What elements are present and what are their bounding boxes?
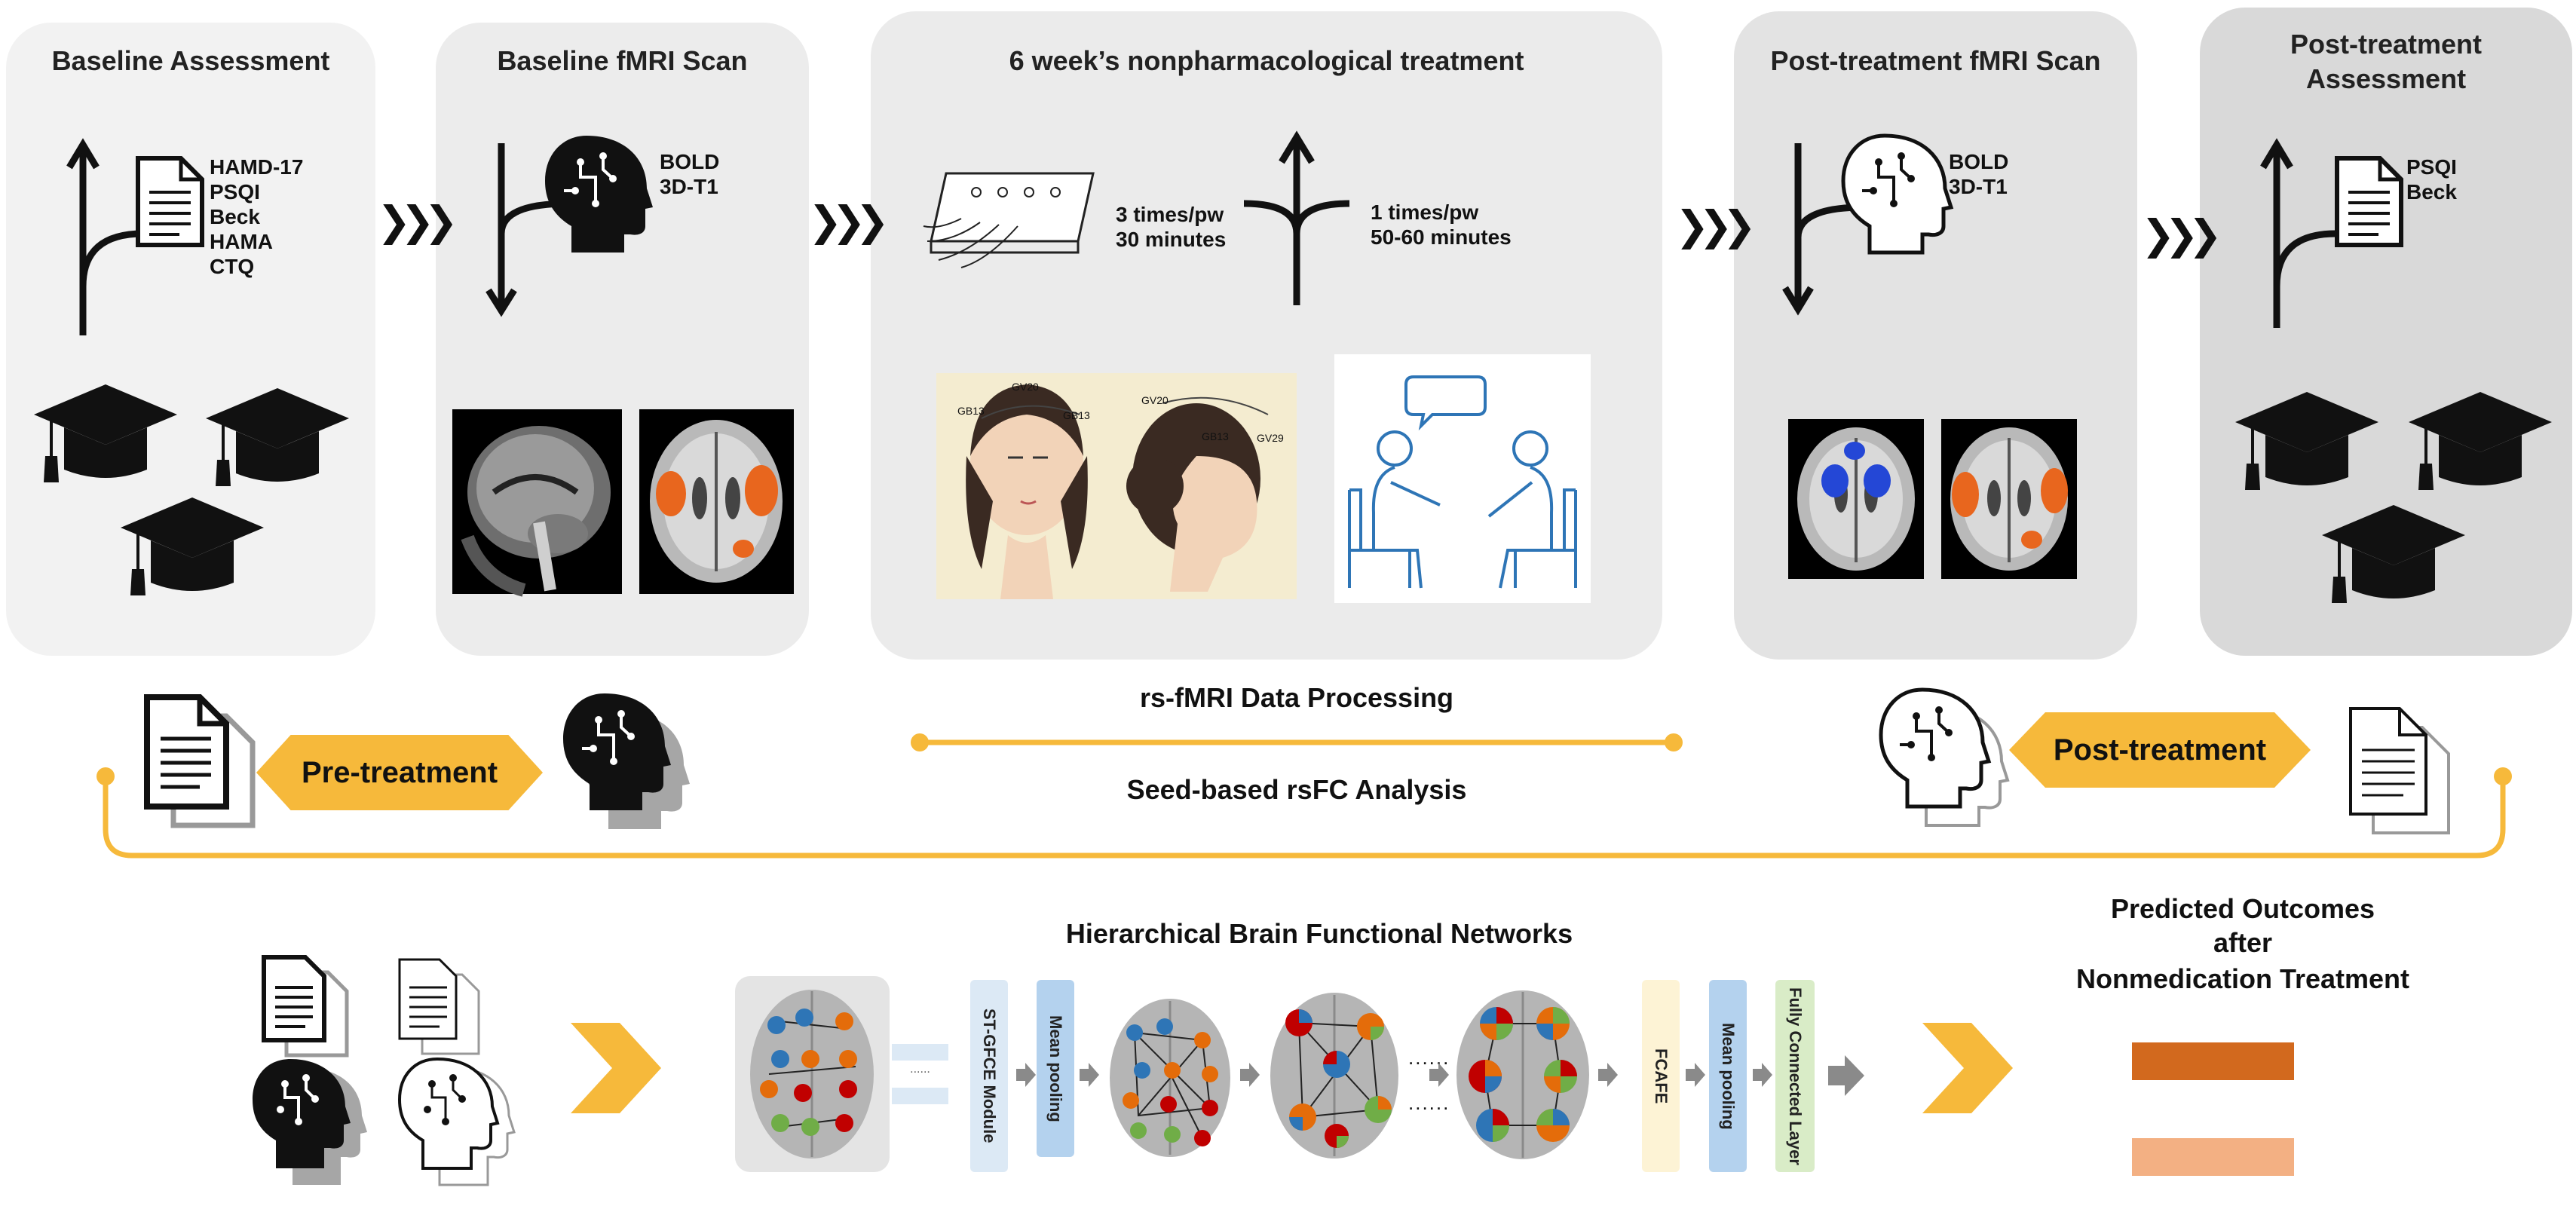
brain-head-icon [545,136,653,253]
baseline-assessment-title: Baseline Assessment [51,45,330,76]
mean-pooling-layer: Mean pooling [1037,980,1074,1157]
schedule-frequency: 3 times/pw [1116,203,1224,226]
schedule-duration: 50-60 minutes [1371,225,1512,249]
measure-item: Beck [2406,180,2457,204]
graduation-cap-icon [2235,392,2378,490]
branch-up-arrow-icon [2260,138,2336,328]
outcomes-title-1: Predicted Outcomes [2110,893,2375,924]
gray-arrow-icon [1240,1063,1260,1087]
brain-head-outline-icon [1841,133,1954,255]
counseling-schedule: 1 times/pw 50-60 minutes [1371,200,1512,249]
acupoint-illustration: GV20 GB13 GB13 GV20 GB13 GV29 [936,373,1297,599]
sagittal-mri-image [452,409,622,597]
graduation-cap-icon [2322,505,2465,603]
document-icon [2335,156,2403,247]
mean-pooling-layer: Mean pooling [1709,980,1747,1172]
st-gfce-module: ST-GFCE Module [970,980,1008,1172]
document-pair-icon [262,955,349,1058]
flow-chevron-icon: ❯❯❯ [377,197,458,245]
acupoint-label: GB13 [1063,409,1090,421]
scan-item: BOLD [1949,150,2009,173]
brain-head-pair-outline-icon [397,1057,516,1186]
scan-item: 3D-T1 [660,175,718,198]
acupoint-label: GB13 [1202,430,1229,442]
document-icon [136,156,204,247]
schedule-duration: 30 minutes [1116,228,1227,251]
brain-network-level-3 [1456,990,1589,1159]
big-orange-chevron-icon [1922,1023,2013,1113]
measure-item: PSQI [210,180,260,204]
acupoint-label: GV20 [1012,381,1039,393]
post-fmri-title: Post-treatment fMRI Scan [1770,45,2101,76]
predicted-outcome-bar-light [2132,1138,2294,1176]
post-assessment-title-1: Post-treatment [2290,29,2483,60]
acupuncture-schedule: 3 times/pw 30 minutes [1116,202,1226,252]
measure-item: HAMD-17 [210,155,304,179]
graduation-cap-icon [121,497,264,595]
flow-chevron-icon: ❯❯❯ [1675,202,1757,249]
brain-network-level-2 [1270,993,1398,1159]
schedule-frequency: 1 times/pw [1371,200,1479,224]
gray-arrow-icon [1753,1063,1772,1087]
ellipsis-text: ...... [910,1063,930,1076]
gray-arrow-icon [1080,1063,1099,1087]
stacked-documents-outline-icon [2349,707,2450,834]
brain-network-level-1 [1110,999,1230,1157]
acupoint-label: GV29 [1257,432,1284,444]
processing-line-top: rs-fMRI Data Processing [1139,682,1454,713]
predicted-outcome-bar-dark [2132,1042,2294,1080]
acupoint-label: GB13 [957,405,985,417]
branch-up-arrow-icon [66,138,144,335]
treatment-title: 6 week’s nonpharmacological treatment [1009,45,1524,76]
stacked-brain-head-icon [563,693,690,829]
counseling-illustration [1334,354,1591,603]
gray-arrow-icon [1686,1063,1705,1087]
fcafe-module: FCAFE [1642,980,1680,1172]
network-title: Hierarchical Brain Functional Networks [1065,918,1573,949]
input-brain-image [735,976,890,1172]
flow-chevron-icon: ❯❯❯ [808,197,890,245]
measure-item: HAMA [210,230,273,253]
measure-item: CTQ [210,255,255,278]
scan-item: 3D-T1 [1949,175,2008,198]
post-treatment-label: Post-treatment [2009,712,2311,788]
measure-list: HAMD-17 PSQI Beck HAMA CTQ [210,155,303,279]
processing-line-bottom: Seed-based rsFC Analysis [1126,774,1467,805]
measure-list: PSQI Beck [2406,155,2457,204]
gray-arrow-icon [1598,1063,1618,1087]
fully-connected-layer: Fully Connected Layer [1775,980,1815,1172]
stacked-documents-icon [144,694,256,828]
measure-item: Beck [210,205,260,228]
outcomes-title-3: Nonmedication Treatment [2075,963,2410,994]
graduation-cap-icon [2409,392,2552,490]
ellipsis-text: ...... [1408,1091,1450,1114]
baseline-fmri-title: Baseline fMRI Scan [497,45,748,76]
electro-acupuncture-device-icon [923,172,1095,268]
pre-treatment-label: Pre-treatment [256,735,543,810]
axial-brain-activation-image [1941,419,2077,579]
document-pair-outline-icon [398,958,480,1055]
scan-list: BOLD 3D-T1 [1949,149,2008,199]
scan-item: BOLD [660,150,720,173]
brain-head-pair-icon [253,1059,367,1185]
graduation-cap-icon [206,388,349,486]
gray-arrow-icon [1429,1063,1449,1087]
scan-list: BOLD 3D-T1 [660,149,719,199]
axial-brain-activation-image [639,409,794,594]
outcomes-title-2: after [2213,927,2273,958]
big-orange-chevron-icon [571,1023,661,1113]
embedding-bars: ...... [892,1044,948,1104]
stacked-brain-head-outline-icon [1879,687,2010,827]
post-assessment-title-2: Assessment [2305,63,2467,94]
gray-arrow-icon [1016,1063,1036,1087]
axial-brain-deactivation-image [1788,419,1924,579]
acupoint-label: GV20 [1141,394,1169,406]
measure-item: PSQI [2406,155,2457,179]
split-arrow-icon [1243,130,1350,305]
flow-chevron-icon: ❯❯❯ [2141,211,2222,259]
gray-arrow-icon [1828,1055,1864,1096]
graduation-cap-icon [34,384,177,482]
ellipsis-text: ...... [1408,1046,1450,1069]
